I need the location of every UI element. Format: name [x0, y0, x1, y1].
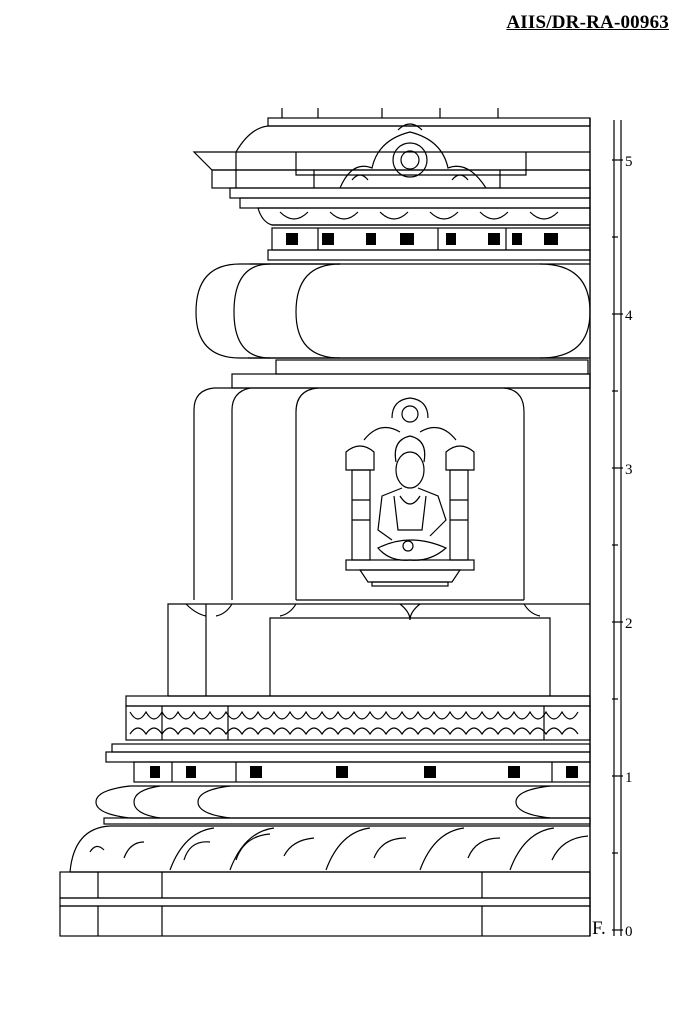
padma-base: [69, 817, 591, 873]
scale-label-2: 2: [625, 616, 633, 632]
ornamental-band-lower: [133, 761, 591, 783]
drawing-id: AIIS/DR-RA-00963: [506, 12, 669, 33]
scale-label-1: 1: [625, 770, 633, 786]
seated-deity-figure: [377, 435, 448, 561]
base-frieze: [105, 695, 591, 763]
pilaster-shaft: [167, 603, 590, 697]
scale-label-4: 4: [625, 308, 633, 324]
section-label: F.: [592, 918, 606, 939]
plinth: [59, 871, 591, 937]
niche-shrine: [345, 397, 475, 587]
niche-wall: [193, 387, 590, 601]
lotus-moulding: [229, 187, 591, 226]
torus-moulding: [95, 785, 590, 819]
ornamental-band-upper: [271, 227, 591, 251]
scale-bar: 0 1 2 3 4 5: [589, 118, 633, 940]
cushion-capital: [195, 249, 591, 389]
scale-label-3: 3: [625, 462, 633, 478]
scale-label-0: 0: [625, 924, 633, 940]
scale-label-5: 5: [625, 154, 633, 170]
crowning-cornice: [192, 108, 591, 189]
